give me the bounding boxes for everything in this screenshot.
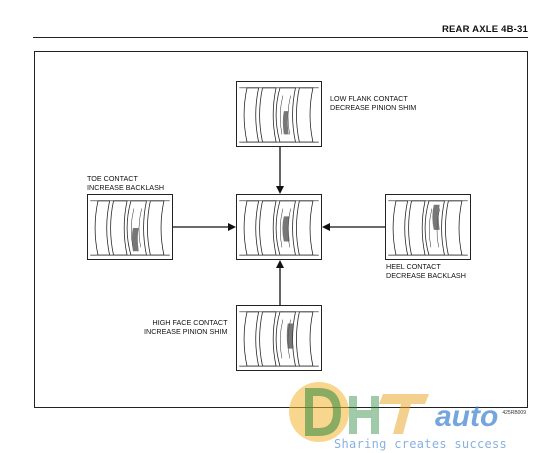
- watermark-tagline: Sharing creates success: [334, 437, 508, 451]
- gear-tooth-bottom: [236, 305, 322, 371]
- header-rule: [33, 37, 528, 38]
- caption-top: LOW FLANK CONTACT DECREASE PINION SHIM: [330, 94, 416, 112]
- caption-bottom-line2: INCREASE PINION SHIM: [144, 327, 228, 336]
- gear-tooth-illustration: [237, 82, 321, 146]
- caption-right: HEEL CONTACT DECREASE BACKLASH: [386, 262, 466, 280]
- gear-tooth-illustration: [237, 195, 321, 259]
- caption-left-line1: TOE CONTACT: [87, 174, 138, 183]
- caption-top-line1: LOW FLANK CONTACT: [330, 94, 408, 103]
- figure-code: 425RB009: [502, 410, 526, 416]
- caption-left: TOE CONTACT INCREASE BACKLASH: [87, 174, 164, 192]
- caption-top-line2: DECREASE PINION SHIM: [330, 103, 417, 112]
- caption-right-line2: DECREASE BACKLASH: [386, 271, 466, 280]
- gear-tooth-top: [236, 81, 322, 147]
- caption-bottom-line1: HIGH FACE CONTACT: [152, 318, 228, 327]
- caption-left-line2: INCREASE BACKLASH: [87, 183, 165, 192]
- gear-tooth-illustration: [386, 195, 470, 259]
- caption-right-line1: HEEL CONTACT: [386, 262, 441, 271]
- page-header: REAR AXLE 4B-31: [441, 24, 528, 35]
- gear-tooth-left: [87, 194, 173, 260]
- gear-tooth-center: [236, 194, 322, 260]
- watermark-logo: auto: [289, 382, 498, 442]
- svg-text:auto: auto: [435, 400, 498, 433]
- figure-frame: [34, 51, 528, 408]
- gear-tooth-illustration: [237, 306, 321, 370]
- gear-tooth-right: [385, 194, 471, 260]
- caption-bottom: HIGH FACE CONTACT INCREASE PINION SHIM: [144, 318, 227, 336]
- gear-tooth-illustration: [88, 195, 172, 259]
